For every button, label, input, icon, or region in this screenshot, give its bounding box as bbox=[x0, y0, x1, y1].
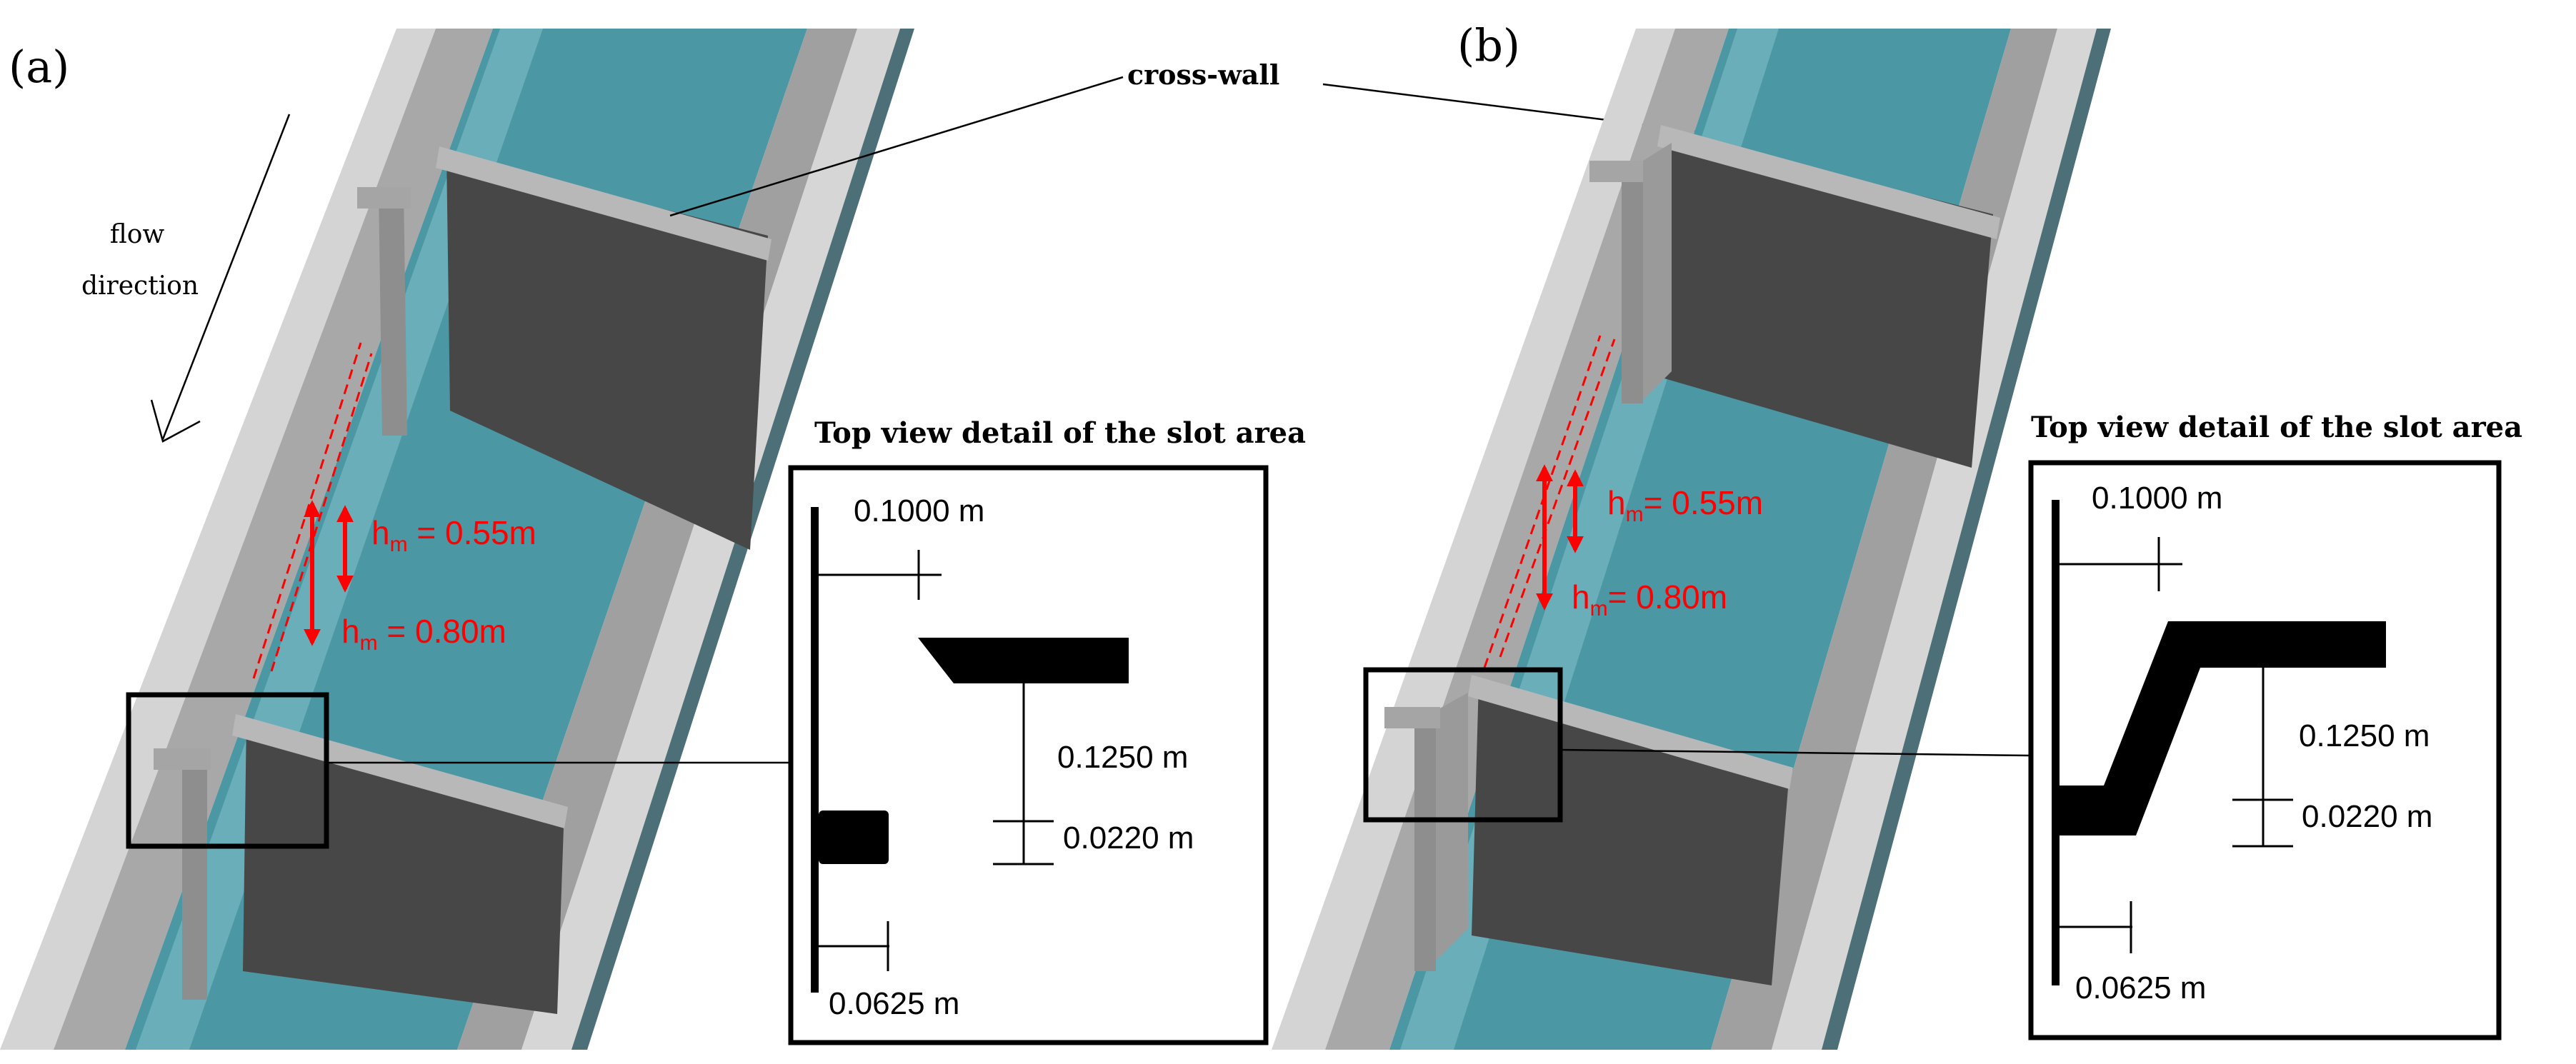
dim-top-label: 0.1000 m bbox=[2092, 481, 2222, 516]
hm-label-080: hm = 0.80m bbox=[341, 613, 506, 655]
slot-highlight-box bbox=[1363, 667, 1563, 823]
panel-b: hm= 0.55m hm= 0.80m (b) Top view detail … bbox=[1272, 19, 2522, 1050]
cross-wall-lower-cap bbox=[1468, 675, 1793, 789]
dim-bottom-label: 0.0625 m bbox=[829, 986, 959, 1021]
cross-wall-upper bbox=[446, 154, 768, 550]
dim-low-label: 0.0220 m bbox=[1063, 820, 1194, 855]
baffle-lower-left bbox=[182, 753, 207, 1000]
panel-label-a: (a) bbox=[9, 41, 69, 93]
detail-title: Top view detail of the slot area bbox=[814, 416, 1306, 450]
cross-wall-lower-cap bbox=[232, 714, 568, 828]
hm-label-055: hm = 0.55m bbox=[371, 514, 536, 556]
channel-left-wall-top bbox=[0, 29, 436, 1050]
channel-right-wall-edge bbox=[1822, 29, 2111, 1050]
cross-wall-label: cross-wall bbox=[1127, 59, 1279, 91]
hm-label-055: hm= 0.55m bbox=[1607, 484, 1763, 526]
baffle-upper-angled bbox=[1643, 143, 1672, 400]
baffle-upper-left-cap bbox=[1589, 161, 1643, 182]
baffle-lower-left bbox=[1414, 714, 1436, 971]
dim-low-label: 0.0220 m bbox=[2302, 799, 2432, 834]
channel-right-wall-top bbox=[521, 29, 900, 1050]
baffle-upper-left bbox=[379, 189, 407, 436]
cross-wall-upper-cap bbox=[1657, 125, 2000, 239]
dim-mid-label: 0.1250 m bbox=[2299, 718, 2430, 753]
panel-label-b: (b) bbox=[1457, 19, 1520, 71]
water-level-dashed-line-1 bbox=[270, 353, 373, 672]
slot-callout-line bbox=[1559, 748, 2030, 757]
panel-a: hm = 0.55m hm = 0.80m flow direction (a)… bbox=[0, 29, 1306, 1050]
baffle-upper-left-cap bbox=[357, 187, 411, 209]
slot-highlight-box bbox=[126, 692, 329, 849]
cross-wall-upper-cap bbox=[436, 146, 772, 261]
channel-right-wall-top bbox=[1772, 29, 2097, 1050]
detail-baffle-upper bbox=[918, 638, 1129, 683]
channel-left-wall-top bbox=[1272, 29, 1675, 1050]
cross-wall-upper bbox=[1664, 132, 1993, 468]
flow-label-line1: flow bbox=[110, 220, 165, 249]
cross-wall-leader-a bbox=[669, 76, 1124, 217]
detail-box bbox=[788, 465, 1269, 1045]
detail-box bbox=[2028, 460, 2502, 1040]
dim-mid-label: 0.1250 m bbox=[1057, 740, 1188, 775]
flow-label-line2: direction bbox=[81, 271, 199, 301]
baffle-lower-left-cap bbox=[154, 748, 211, 770]
flow-direction-arrowhead bbox=[150, 399, 201, 443]
baffle-lower-angled bbox=[1436, 693, 1468, 960]
detail-baffle-lower bbox=[819, 810, 889, 864]
water-level-dashed-line-1 bbox=[1499, 338, 1616, 658]
detail-baffle-connected bbox=[2060, 621, 2386, 835]
flow-direction-arrow-line bbox=[161, 114, 291, 440]
dim-bottom-label: 0.0625 m bbox=[2075, 970, 2206, 1005]
hm-label-080: hm= 0.80m bbox=[1572, 578, 1727, 621]
detail-wall-vertical bbox=[811, 507, 819, 993]
detail-wall-vertical bbox=[2052, 500, 2060, 985]
baffle-upper-left bbox=[1622, 164, 1643, 403]
detail-title: Top view detail of the slot area bbox=[2031, 411, 2522, 444]
dim-top-label: 0.1000 m bbox=[854, 493, 984, 528]
baffle-lower-left-cap bbox=[1384, 707, 1440, 728]
